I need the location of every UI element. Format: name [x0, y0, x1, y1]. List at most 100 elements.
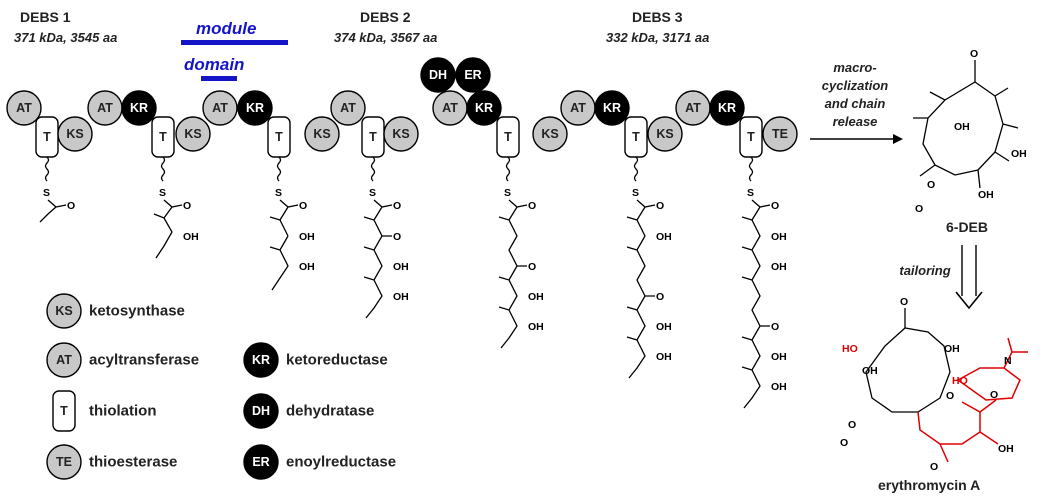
svg-text:O: O: [771, 200, 779, 212]
svg-text:ketosynthase: ketosynthase: [89, 303, 185, 320]
domain-at: [330, 90, 366, 126]
svg-text:KS: KS: [55, 304, 72, 318]
svg-text:T: T: [632, 130, 640, 144]
legend-item-dh: DH dehydratase: [243, 393, 374, 429]
svg-text:OH: OH: [978, 189, 994, 201]
svg-text:O: O: [990, 389, 998, 401]
step-label-line-4: release: [833, 114, 878, 129]
debs2-domains: KS AT T KS DH ER AT KR T: [304, 57, 520, 158]
svg-text:S: S: [275, 187, 282, 199]
svg-text:OH: OH: [656, 231, 672, 243]
arrow-down-icon: [955, 291, 983, 310]
svg-text:enoylreductase: enoylreductase: [286, 454, 396, 471]
svg-text:T: T: [43, 130, 51, 144]
svg-text:S: S: [43, 187, 50, 199]
svg-text:KR: KR: [130, 101, 148, 115]
svg-text:OH: OH: [528, 321, 544, 333]
t-icon: [52, 390, 76, 432]
erythromycin-label: erythromycin A: [878, 477, 980, 493]
tailoring-step: tailoring: [899, 245, 983, 310]
svg-text:T: T: [504, 130, 512, 144]
svg-text:OH: OH: [299, 261, 315, 273]
chain-2: S O OH: [153, 156, 199, 259]
debs2-header: DEBS 2 374 kDa, 3567 aa: [334, 9, 437, 45]
tailoring-label: tailoring: [899, 263, 950, 278]
svg-text:OH: OH: [771, 261, 787, 273]
domain-kr: [709, 90, 745, 126]
svg-text:S: S: [632, 187, 639, 199]
domain-kr: [237, 90, 273, 126]
svg-text:T: T: [747, 130, 755, 144]
svg-text:OH: OH: [862, 365, 878, 377]
red-ho-label: HO: [952, 375, 968, 387]
chain-3: S O OH OH: [269, 156, 315, 291]
svg-text:KR: KR: [718, 101, 736, 115]
te-icon: [46, 444, 82, 480]
svg-text:O: O: [656, 200, 664, 212]
legend-item-ks: KS ketosynthase: [46, 293, 185, 329]
domain-kr: [594, 90, 630, 126]
svg-text:DH: DH: [429, 68, 447, 82]
domain-ks: [304, 116, 340, 152]
svg-text:dehydratase: dehydratase: [286, 403, 374, 420]
svg-text:TE: TE: [772, 127, 788, 141]
domain-scale-label: domain: [184, 55, 244, 74]
svg-text:O: O: [927, 179, 935, 191]
domain-kr: [121, 90, 157, 126]
debs1-header: DEBS 1 371 kDa, 3545 aa: [14, 9, 117, 45]
svg-text:KR: KR: [246, 101, 264, 115]
debs1-info: 371 kDa, 3545 aa: [14, 30, 117, 45]
chain-7: S O OH OH O OH OH: [741, 156, 787, 409]
svg-text:KS: KS: [656, 127, 673, 141]
step-label-line-2: cyclization: [822, 78, 889, 93]
svg-text:O: O: [930, 461, 938, 473]
debs3-info: 332 kDa, 3171 aa: [606, 30, 709, 45]
svg-text:O: O: [771, 321, 779, 333]
svg-text:T: T: [159, 130, 167, 144]
domain-at: [6, 90, 42, 126]
svg-text:KS: KS: [392, 127, 409, 141]
svg-text:AT: AT: [56, 353, 72, 367]
domain-te: [762, 116, 798, 152]
domain-at: [202, 90, 238, 126]
svg-text:OH: OH: [656, 321, 672, 333]
chain-5: S O O OH OH: [498, 156, 544, 349]
svg-text:OH: OH: [771, 381, 787, 393]
arrowhead-icon: [893, 134, 903, 144]
svg-text:OH: OH: [528, 291, 544, 303]
legend-item-kr: KR ketoreductase: [243, 342, 388, 378]
debs1-name: DEBS 1: [20, 9, 71, 25]
domain-ks: [175, 116, 211, 152]
svg-text:O: O: [528, 200, 536, 212]
svg-text:KR: KR: [252, 353, 270, 367]
svg-text:O: O: [393, 200, 401, 212]
legend-item-at: AT acyltransferase: [46, 342, 199, 378]
svg-text:KR: KR: [475, 101, 493, 115]
erythromycin-structure: O HO OH OH O O N HO O OH O O erythromyci…: [840, 296, 1028, 493]
svg-text:DH: DH: [252, 404, 270, 418]
svg-text:AT: AT: [340, 101, 356, 115]
svg-text:KS: KS: [313, 127, 330, 141]
svg-text:thioesterase: thioesterase: [89, 454, 177, 471]
svg-text:AT: AT: [16, 101, 32, 115]
scale-legend: module domain: [181, 19, 288, 81]
svg-text:AT: AT: [685, 101, 701, 115]
deb-structure: O OH OH OH O O 6-DEB: [913, 48, 1027, 235]
svg-text:OH: OH: [393, 291, 409, 303]
domain-ks: [532, 116, 568, 152]
legend-item-t: T thiolation: [52, 390, 157, 432]
svg-text:KS: KS: [66, 127, 83, 141]
ks-icon: [46, 293, 82, 329]
svg-text:AT: AT: [442, 101, 458, 115]
module-scale-label: module: [196, 19, 256, 38]
svg-text:OH: OH: [944, 343, 960, 355]
svg-text:AT: AT: [570, 101, 586, 115]
svg-text:O: O: [656, 291, 664, 303]
svg-text:OH: OH: [771, 351, 787, 363]
debs3-name: DEBS 3: [632, 9, 683, 25]
svg-text:T: T: [60, 404, 68, 418]
svg-text:O: O: [900, 296, 908, 308]
svg-text:KS: KS: [541, 127, 558, 141]
domain-ks: [647, 116, 683, 152]
svg-text:AT: AT: [97, 101, 113, 115]
